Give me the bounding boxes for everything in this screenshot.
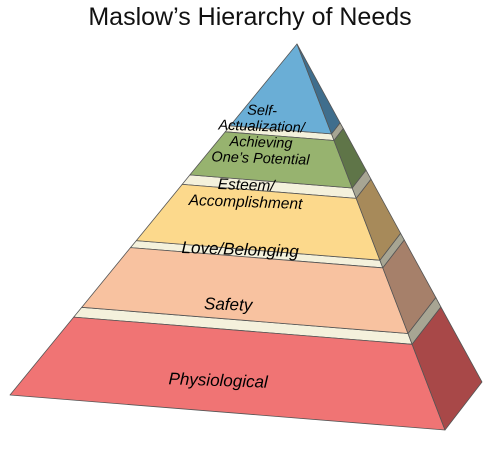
diagram-title: Maslow’s Hierarchy of Needs — [88, 3, 412, 31]
pyramid-level-self-actualization-label-line: Actualization/ — [217, 117, 307, 136]
pyramid-level-safety-label-line: Safety — [204, 294, 254, 315]
pyramid-level-safety-label: Safety — [204, 294, 254, 315]
pyramid-level-self-actualization-label-line: Self- — [247, 102, 278, 119]
pyramid-level-self-actualization-side — [296, 43, 341, 135]
pyramid-level-physiological-label: Physiological — [168, 369, 269, 391]
pyramid-level-self-actualization-label-line: One’s Potential — [211, 149, 310, 168]
pyramid-level-physiological-label-line: Physiological — [168, 369, 269, 391]
pyramid-level-love-label-line: Love/Belonging — [181, 238, 299, 261]
pyramid-level-esteem-label-line: Accomplishment — [187, 192, 303, 213]
pyramid-level-safety-side — [382, 239, 437, 334]
pyramid-level-esteem-label: Esteem/Accomplishment — [187, 175, 304, 213]
pyramid-level-physiological-side — [411, 306, 483, 431]
pyramid-level-self-actualization-label-line: Achieving — [228, 134, 292, 152]
pyramid-level-esteem-side — [333, 128, 367, 189]
pyramid-level-love-side — [355, 178, 402, 261]
pyramid-level-love-label: Love/Belonging — [181, 238, 299, 261]
pyramid-level-self-actualization-label: Self-Actualization/AchievingOne’s Potent… — [211, 101, 312, 168]
pyramid-level-esteem-label-line: Esteem/ — [217, 176, 276, 195]
